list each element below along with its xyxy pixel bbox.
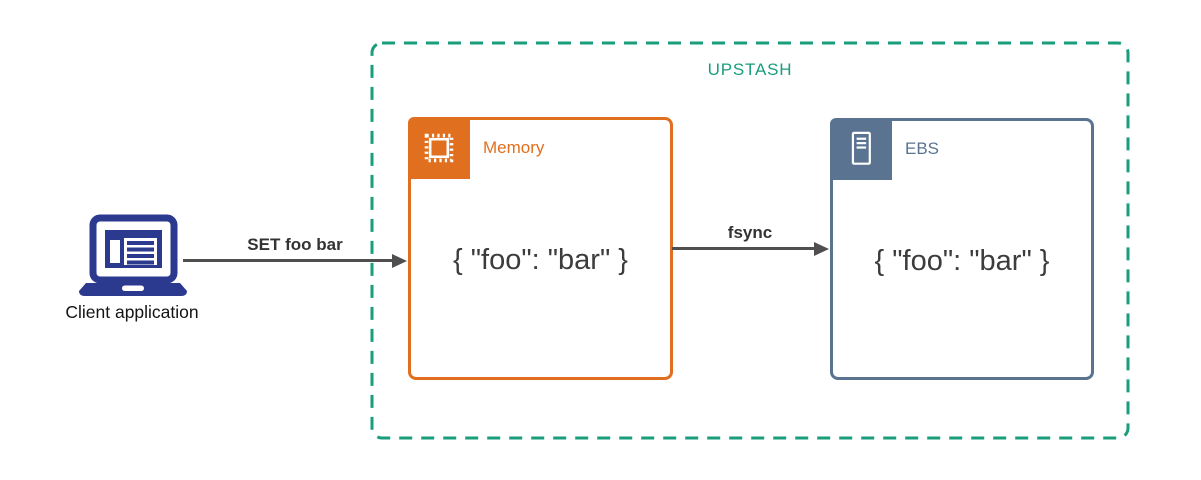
cpu-chip-icon: [424, 133, 454, 163]
upstash-label: UPSTASH: [707, 60, 793, 79]
ebs-icon-badge: [830, 118, 892, 180]
ebs-node-value: { "foo": "bar" }: [874, 245, 1050, 277]
fsync-arrowhead-icon: [814, 242, 829, 256]
memory-icon-badge: [408, 117, 470, 179]
laptop-icon: [79, 214, 187, 296]
ebs-node-title: EBS: [905, 139, 940, 158]
memory-node: Memory { "foo": "bar" }: [408, 117, 673, 380]
upstash-boundary: UPSTASH: [370, 41, 1130, 440]
storage-server-icon: [851, 131, 871, 165]
fsync-arrow-line: [672, 247, 815, 250]
fsync-label: fsync: [727, 223, 773, 242]
memory-node-value: { "foo": "bar" }: [452, 244, 628, 276]
set-command-arrow-line: [183, 259, 393, 262]
set-command-arrowhead-icon: [392, 254, 407, 268]
set-command-label: SET foo bar: [247, 235, 343, 254]
ebs-node: EBS { "foo": "bar" }: [830, 118, 1094, 380]
client-label: Client application: [65, 302, 199, 322]
memory-node-title: Memory: [483, 138, 545, 157]
